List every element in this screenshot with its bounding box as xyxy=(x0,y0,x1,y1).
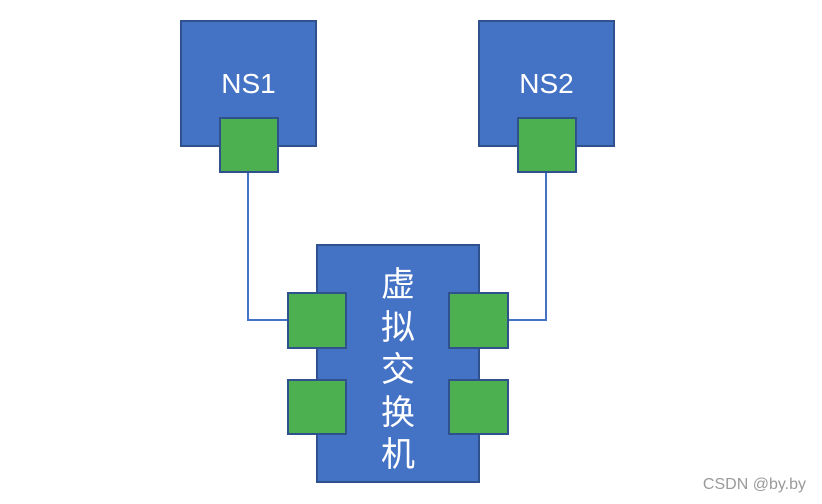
switch-char: 机 xyxy=(381,435,415,476)
switch-port-right-top xyxy=(448,292,509,349)
switch-port-right-bottom xyxy=(448,379,509,435)
csdn-watermark: CSDN @by.by xyxy=(702,476,806,493)
switch-char: 虚 xyxy=(381,265,415,305)
ns2-label: NS2 xyxy=(519,68,574,99)
virtual-switch-box: 虚 拟 交 换 机 xyxy=(316,244,480,483)
ns1-label: NS1 xyxy=(221,68,276,99)
switch-char: 换 xyxy=(381,392,415,433)
link-ns2-switch xyxy=(508,172,547,321)
switch-port-left-top xyxy=(287,292,347,349)
virtual-switch-label: 虚 拟 交 换 机 xyxy=(318,264,478,477)
switch-char: 拟 xyxy=(381,307,415,348)
ns2-port xyxy=(517,117,577,173)
link-ns1-switch xyxy=(247,172,288,321)
ns1-port xyxy=(219,117,279,173)
switch-port-left-bottom xyxy=(287,379,347,435)
switch-char: 交 xyxy=(381,350,415,391)
